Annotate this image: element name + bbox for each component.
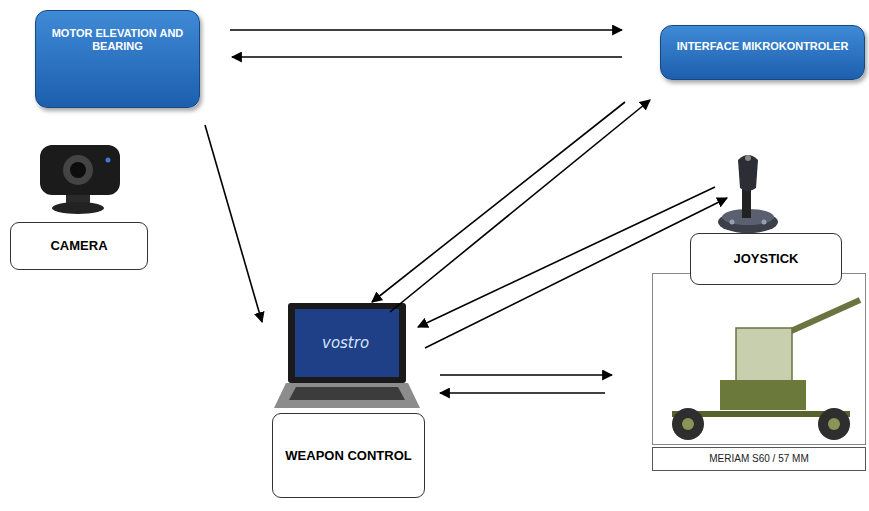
camera-led	[106, 158, 111, 163]
joystick-illustration	[718, 155, 778, 233]
screen-logo: vostro	[322, 334, 369, 352]
laptop-base	[274, 383, 420, 408]
gun-hub	[682, 418, 694, 430]
node-text: CAMERA	[50, 238, 107, 254]
node: WEAPON CONTROL	[268, 300, 430, 500]
gun-hub	[828, 418, 840, 430]
connector-arrow	[232, 56, 622, 58]
node: JOYSTICK	[690, 148, 842, 286]
joystick-button	[762, 220, 767, 225]
connector-arrow	[440, 392, 605, 394]
node: MOTOR ELEVATION AND BEARING	[35, 10, 200, 108]
joystick-button	[730, 220, 735, 225]
node-text: INTERFACE MIKROKONTROLER	[677, 40, 849, 53]
joystick-label-box: JOYSTICK	[690, 233, 842, 285]
connector-arrow	[230, 29, 622, 31]
laptop-lid	[288, 303, 406, 383]
weapon-control-box: WEAPON CONTROL	[272, 413, 425, 498]
connector-arrow	[440, 374, 612, 376]
node-text: MERIAM S60 / 57 MM	[709, 453, 808, 465]
connector-arrow	[205, 125, 262, 322]
gun-body	[720, 380, 806, 410]
gun-wheel	[818, 408, 850, 440]
gun-wheel	[672, 408, 704, 440]
node-text: MOTOR ELEVATION AND BEARING	[44, 27, 191, 53]
camera-base	[52, 202, 104, 214]
joystick-grip	[738, 155, 758, 191]
connector-arrow	[425, 198, 727, 348]
connector-arrow	[390, 100, 650, 312]
gun-caption-box: MERIAM S60 / 57 MM	[652, 447, 866, 471]
camera-label-box: CAMERA	[10, 222, 148, 270]
node-text: JOYSTICK	[733, 251, 798, 267]
camera-illustration	[40, 145, 120, 214]
joystick-button	[745, 155, 751, 161]
gun-illustration	[653, 274, 866, 445]
laptop-illustration	[274, 303, 420, 408]
camera-lens	[70, 162, 86, 178]
connector-arrow	[418, 187, 715, 327]
camera-neck	[66, 195, 90, 203]
gun-shield	[736, 328, 792, 384]
node: CAMERA	[10, 140, 150, 272]
connector-arrow	[372, 102, 625, 302]
node: INTERFACE MIKROKONTROLER	[660, 25, 865, 80]
node: MERIAM S60 / 57 MM	[652, 272, 866, 472]
camera-lens-ring	[63, 155, 93, 185]
laptop-screen	[295, 309, 399, 377]
interface-box: INTERFACE MIKROKONTROLER	[660, 25, 865, 80]
node-text: WEAPON CONTROL	[285, 448, 411, 464]
picture-frame	[653, 274, 866, 445]
laptop-keyboard	[289, 387, 405, 400]
camera-body	[40, 145, 120, 195]
motor-box: MOTOR ELEVATION AND BEARING	[35, 10, 200, 108]
